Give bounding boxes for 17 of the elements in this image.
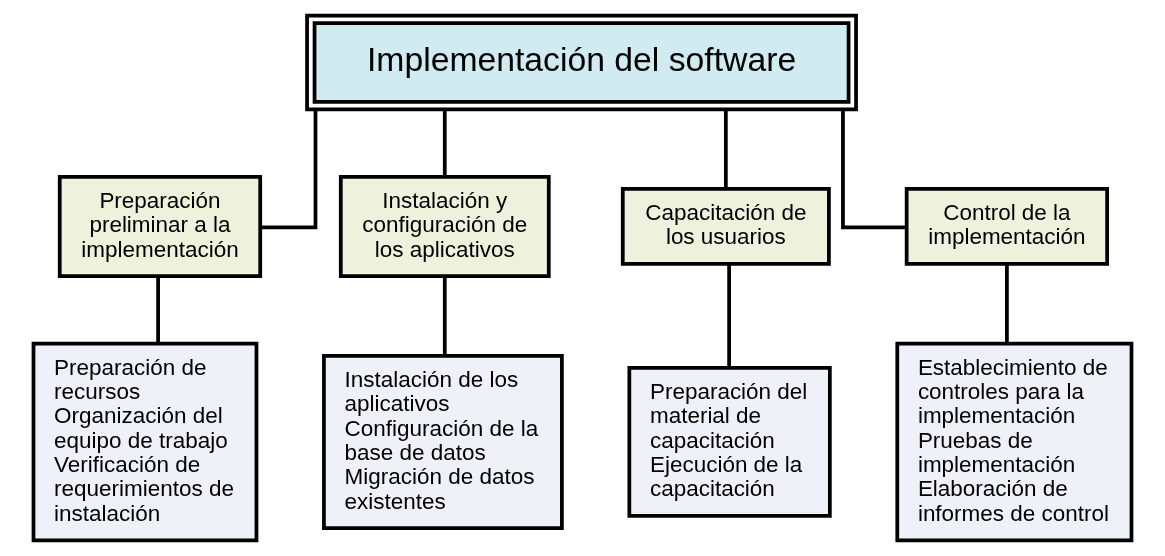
node-box: Preparación preliminar a la implementación [57, 174, 263, 278]
connector [156, 276, 160, 344]
node-box: Control de la implementación [904, 187, 1110, 266]
node-box: Instalación y configuración de los aplicativos [338, 174, 551, 278]
node-box: Preparación del material de capacitación Ejecución de la capacitación [627, 366, 832, 518]
connector [841, 110, 907, 230]
node-box: Establecimiento de controles para la implementación Pruebas de implementación Elaboración de informes de control [895, 341, 1134, 543]
node-box: Capacitación de los usuarios [620, 187, 831, 266]
node-box: Preparación de recursos Organización del equipo de trabajo Verificación de requerimientos de instalación [31, 341, 259, 543]
node-box: Implementación del software [305, 13, 858, 112]
connector [442, 109, 447, 177]
connector [1005, 264, 1009, 343]
connector [723, 109, 728, 189]
connector [260, 110, 318, 230]
connector [727, 264, 731, 368]
node-box: Instalación de los aplicativos Configuración de la base de datos Migración de datos existentes [322, 353, 564, 530]
connector [442, 276, 447, 356]
